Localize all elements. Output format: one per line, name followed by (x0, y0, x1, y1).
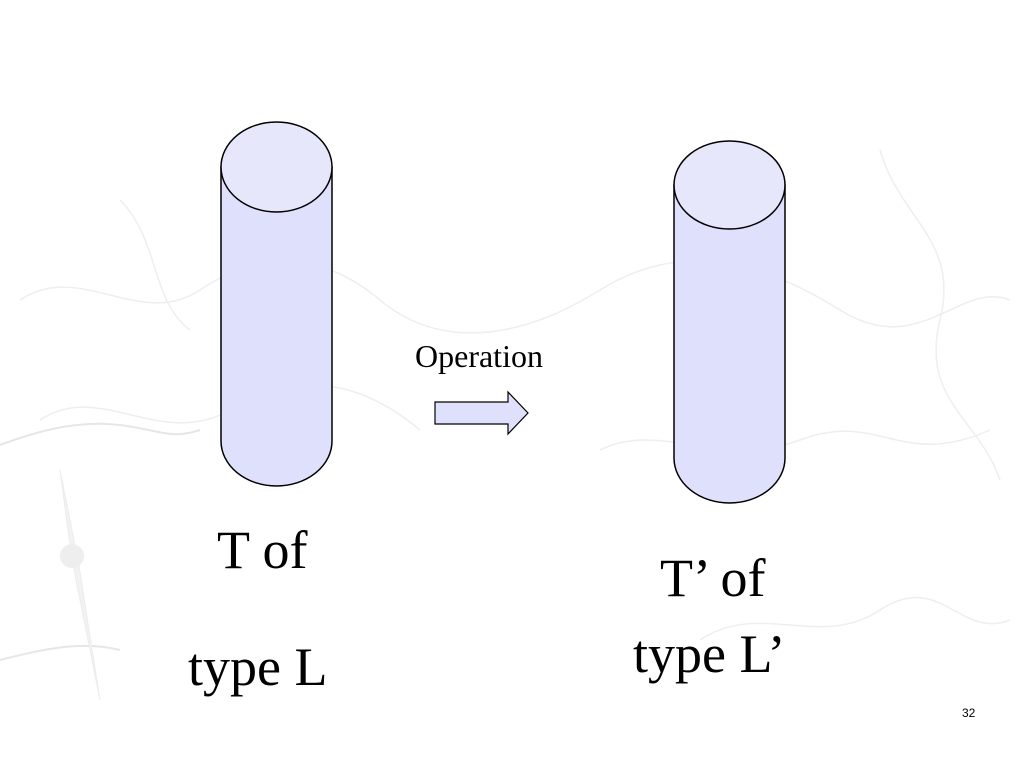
right-cylinder-label-line2: type L’ (633, 624, 786, 684)
operation-label: Operation (415, 338, 543, 374)
left-cylinder-label-line1: T of (217, 520, 308, 580)
page-number: 32 (962, 706, 976, 720)
right-cylinder (673, 140, 786, 504)
compass-needle (59, 469, 101, 701)
right-cylinder-label-line1: T’ of (660, 548, 766, 608)
left-cylinder (220, 121, 333, 487)
right-arrow-icon (434, 390, 529, 436)
left-cylinder-label-line2: type L (188, 637, 328, 697)
